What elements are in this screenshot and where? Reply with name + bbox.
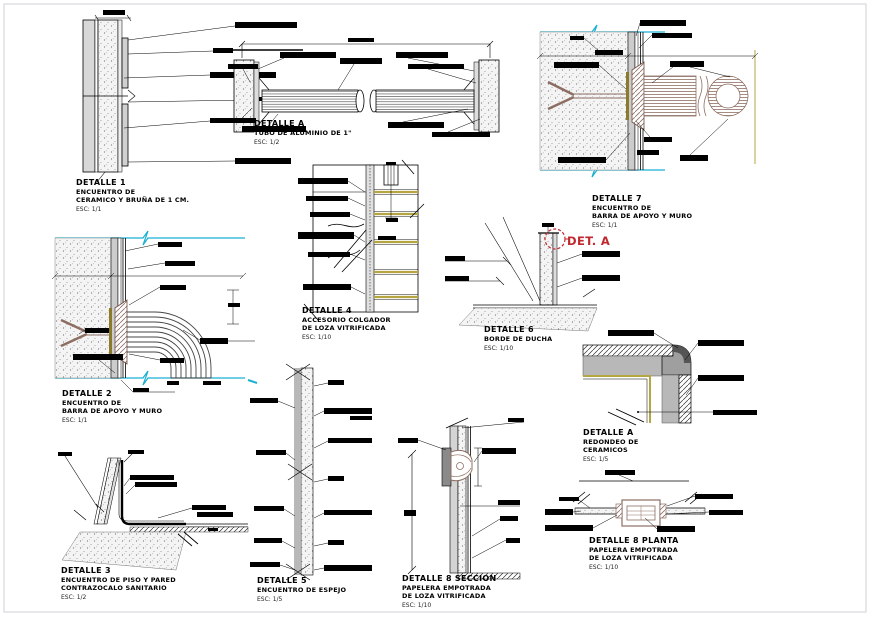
detail-subtitle: BARRA DE APOYO Y MURO: [592, 212, 693, 221]
detail-title: DETALLE 2: [62, 389, 112, 398]
detail-title: DETALLE 8 PLANTA: [589, 536, 679, 545]
detail-title: DETALLE 5: [257, 576, 307, 585]
caption-detalle-4: DETALLE 4 ACCESORIO COLGADOR DE LOZA VIT…: [302, 306, 391, 341]
detail-subtitle: DE LOZA VITRIFICADA: [589, 554, 673, 563]
detail-title: DETALLE 6: [484, 325, 534, 334]
detail-title: DETALLE 4: [302, 306, 352, 315]
break-line: [55, 230, 245, 246]
detail-title: DETALLE 1: [76, 178, 126, 187]
detail-subtitle: DE LOZA VITRIFICADA: [302, 324, 386, 333]
detail-title: DETALLE 7: [592, 194, 642, 203]
detail-subtitle: PAPELERA EMPOTRADA: [402, 584, 491, 593]
detail-5-drawing: [247, 363, 372, 581]
detail-subtitle: CERAMICOS: [583, 446, 628, 455]
caption-detalle-1: DETALLE 1 ENCUENTRO DE CERAMICO Y BRUÑA …: [76, 178, 189, 213]
detail-scale: ESC: 1/2: [254, 139, 280, 147]
detail-3-drawing: [58, 450, 249, 571]
detail-subtitle: PAPELERA EMPOTRADA: [589, 546, 678, 555]
detail-6-drawing: [445, 216, 620, 332]
detail-subtitle: CONTRAZOCALO SANITARIO: [61, 584, 167, 593]
sheet-frame: [3, 3, 867, 613]
detail-title: DETALLE A: [254, 119, 305, 128]
detail-4-drawing: [298, 159, 425, 321]
det-a-callout-label: DET. A: [567, 234, 611, 248]
detail-7-drawing: [536, 20, 759, 178]
detail-scale: ESC: 1/1: [76, 205, 102, 213]
detail-title: DETALLE A: [583, 428, 634, 437]
caption-detalle-6: DETALLE 6 BORDE DE DUCHA ESC: 1/10: [484, 325, 552, 352]
caption-detalle-2: DETALLE 2 ENCUENTRO DE BARRA DE APOYO Y …: [62, 389, 162, 424]
detail-scale: ESC: 1/1: [62, 416, 88, 424]
detail-subtitle: BARRA DE APOYO Y MURO: [62, 407, 163, 416]
detail-scale: ESC: 1/10: [402, 601, 432, 609]
detail-scale: ESC: 1/10: [302, 333, 332, 341]
detail-scale: ESC: 1/2: [61, 593, 87, 601]
detail-subtitle: ENCUENTRO DE: [76, 188, 136, 197]
detail-title: DETALLE 3: [61, 566, 111, 575]
detail-a-corner-drawing: [582, 330, 757, 426]
detail-subtitle: BORDE DE DUCHA: [484, 335, 553, 344]
detail-2-drawing: [51, 230, 255, 393]
caption-detalle-7: DETALLE 7 ENCUENTRO DE BARRA DE APOYO Y …: [592, 194, 692, 229]
detail-subtitle: ENCUENTRO DE ESPEJO: [257, 586, 347, 595]
break-line: [55, 370, 245, 386]
caption-detalle-8-planta: DETALLE 8 PLANTA PAPELERA EMPOTRADA DE L…: [589, 536, 679, 571]
break-line: [247, 379, 258, 384]
detail-a-tube-drawing: [228, 38, 500, 137]
detail-title: DETALLE 8 SECCION: [402, 574, 497, 583]
detail-subtitle: DE LOZA VITRIFICADA: [402, 592, 486, 601]
detail-subtitle: TUBO DE ALUMINIO DE 1": [254, 129, 352, 138]
caption-detalle-3: DETALLE 3 ENCUENTRO DE PISO Y PARED CONT…: [61, 566, 176, 601]
caption-detalle-a-corner: DETALLE A REDONDEO DE CERAMICOS ESC: 1/5: [583, 428, 638, 463]
detail-subtitle: ENCUENTRO DE: [62, 399, 122, 408]
detail-subtitle: CERAMICO Y BRUÑA DE 1 CM.: [76, 196, 190, 205]
caption-detalle-8-seccion: DETALLE 8 SECCION PAPELERA EMPOTRADA DE …: [402, 574, 496, 609]
detail-scale: ESC: 1/10: [484, 345, 514, 353]
detail-scale: ESC: 1/5: [583, 455, 609, 463]
detail-8-section-drawing: [398, 417, 525, 580]
detail-8-plan-drawing: [545, 470, 743, 532]
caption-detalle-5: DETALLE 5 ENCUENTRO DE ESPEJO ESC: 1/5: [257, 576, 346, 603]
detail-scale: ESC: 1/1: [592, 221, 618, 229]
detail-subtitle: ACCESORIO COLGADOR: [302, 316, 391, 325]
caption-detalle-a-tube: DETALLE A TUBO DE ALUMINIO DE 1" ESC: 1/…: [254, 119, 352, 146]
detail-subtitle: REDONDEO DE: [583, 438, 639, 447]
detail-subtitle: ENCUENTRO DE: [592, 204, 652, 213]
detail-scale: ESC: 1/5: [257, 596, 283, 604]
detail-scale: ESC: 1/10: [589, 563, 619, 571]
detail-subtitle: ENCUENTRO DE PISO Y PARED: [61, 576, 176, 585]
